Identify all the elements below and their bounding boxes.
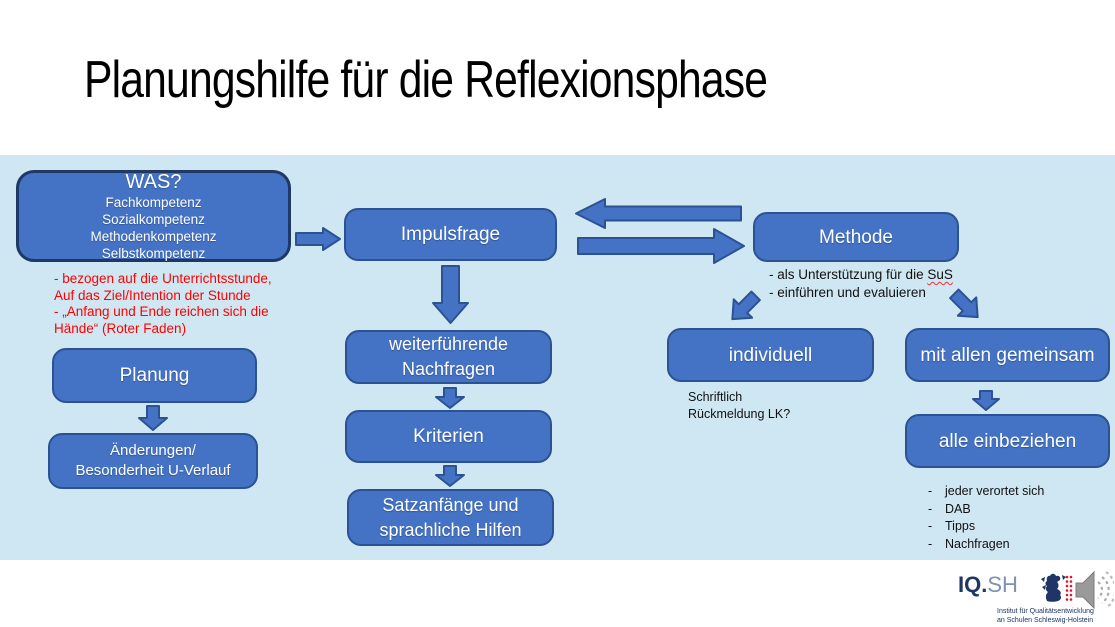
was-box: WAS? Fachkompetenz Sozialkompetenz Metho… bbox=[16, 170, 291, 262]
einbeziehen-list: -jeder verortet sich -DAB -Tipps -Nachfr… bbox=[928, 483, 1044, 553]
arrow-impulsfrage-to-methode-icon bbox=[577, 228, 745, 264]
arrow-methode-to-impulsfrage-icon bbox=[575, 198, 742, 229]
methode-notes: - als Unterstützung für die SuS - einfüh… bbox=[769, 266, 953, 301]
arrow-was-to-impulsfrage-icon bbox=[295, 227, 341, 251]
arrow-methode-to-mit-allen-icon bbox=[949, 288, 979, 319]
mit-allen-box: mit allen gemeinsam bbox=[905, 328, 1110, 382]
list-item: -DAB bbox=[928, 501, 971, 516]
arrow-impulsfrage-down-icon bbox=[432, 265, 469, 324]
schleswig-holstein-lion-icon bbox=[1041, 573, 1066, 602]
arrow-kriterien-to-satzanfaenge-icon bbox=[435, 465, 465, 487]
alle-einbeziehen-box: alle einbeziehen bbox=[905, 414, 1110, 468]
impulsfrage-box: Impulsfrage bbox=[344, 208, 557, 261]
iqsh-logo-text-light: SH bbox=[987, 572, 1018, 597]
aenderungen-box: Änderungen/ Besonderheit U-Verlauf bbox=[48, 433, 258, 489]
methode-note-line2: - einführen und evaluieren bbox=[769, 284, 926, 300]
kriterien-box: Kriterien bbox=[345, 410, 552, 463]
list-item: -jeder verortet sich bbox=[928, 484, 1045, 498]
iqsh-logo-text-bold: IQ. bbox=[958, 572, 988, 597]
weiterfuehrende-box: weiterführende Nachfragen bbox=[345, 330, 552, 384]
satzanfaenge-label: Satzanfänge und sprachliche Hilfen bbox=[379, 494, 522, 540]
individuell-box: individuell bbox=[667, 328, 874, 382]
arrow-weiterfuehrende-to-kriterien-icon bbox=[435, 387, 465, 409]
arrow-methode-to-individuell-icon bbox=[731, 290, 761, 321]
was-box-heading: WAS? bbox=[125, 171, 182, 193]
planung-box: Planung bbox=[52, 348, 257, 403]
aenderungen-label: Änderungen/ Besonderheit U-Verlauf bbox=[75, 442, 231, 479]
methode-note-line1: - als Unterstützung für die SuS bbox=[769, 267, 953, 282]
list-item: -Nachfragen bbox=[928, 536, 1010, 551]
alle-einbeziehen-label: alle einbeziehen bbox=[938, 430, 1077, 452]
weiterfuehrende-label: weiterführende Nachfragen bbox=[388, 334, 509, 379]
iqsh-logo-subtext: Institut für Qualitätsentwicklung an Sch… bbox=[997, 608, 1094, 624]
arrow-planung-to-aenderungen-icon bbox=[138, 405, 168, 431]
impulsfrage-label: Impulsfrage bbox=[400, 224, 501, 245]
sus-spellcheck-word: SuS bbox=[927, 267, 953, 282]
page-title: Planungshilfe für die Reflexionsphase bbox=[84, 51, 768, 109]
red-annotation: - bezogen auf die Unterrichtsstunde, Auf… bbox=[54, 271, 272, 336]
planung-label: Planung bbox=[119, 365, 190, 386]
mit-allen-label: mit allen gemeinsam bbox=[920, 344, 1095, 366]
iqsh-logo: IQ.SH bbox=[958, 572, 1018, 598]
individuell-label: individuell bbox=[728, 344, 813, 366]
satzanfaenge-box: Satzanfänge und sprachliche Hilfen bbox=[347, 489, 554, 546]
methode-box: Methode bbox=[753, 212, 959, 262]
was-box-lines: Fachkompetenz Sozialkompetenz Methodenko… bbox=[90, 195, 217, 261]
arrow-mit-allen-to-alle-icon bbox=[972, 390, 1000, 411]
individuell-notes: Schriftlich Rückmeldung LK? bbox=[688, 390, 791, 421]
audio-speaker-icon[interactable] bbox=[1064, 567, 1114, 615]
list-item: -Tipps bbox=[928, 519, 976, 533]
methode-label: Methode bbox=[819, 226, 893, 248]
kriterien-label: Kriterien bbox=[413, 426, 484, 447]
